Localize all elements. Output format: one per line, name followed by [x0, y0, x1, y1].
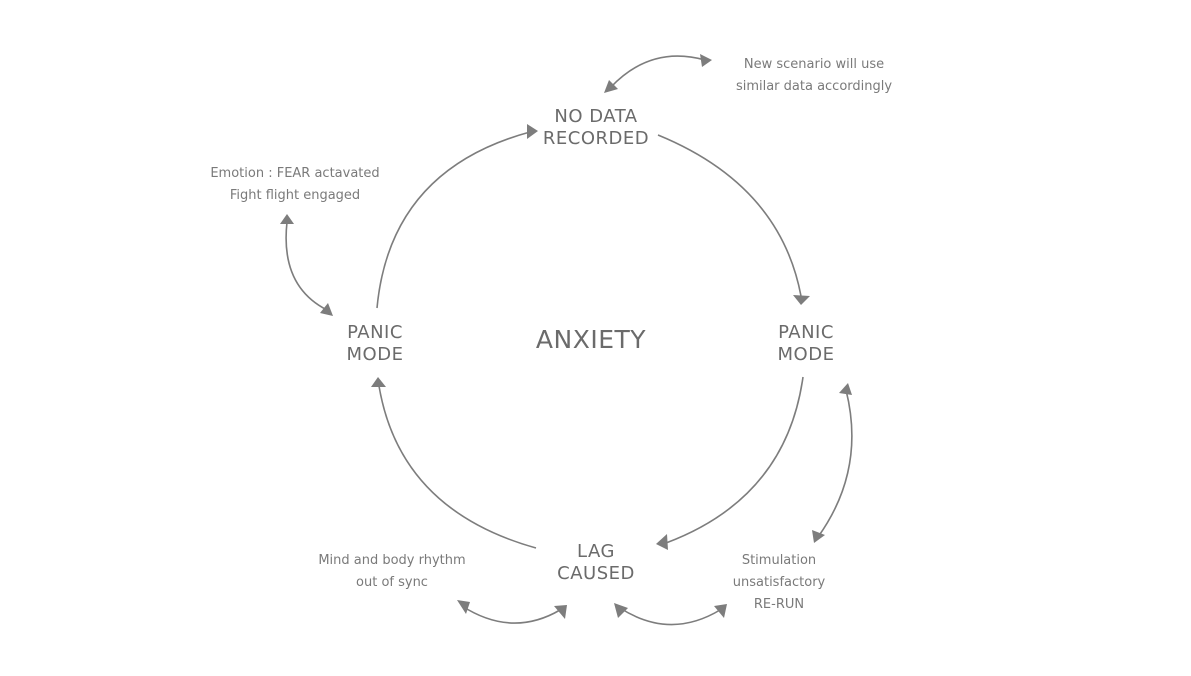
note-top-right-line2: similar data accordingly [735, 79, 893, 94]
node-lag-caused: LAG CAUSED [546, 541, 646, 585]
note-bottom-left-line1: Mind and body rhythm [318, 553, 466, 568]
node-top-line1: NO DATA [554, 106, 638, 127]
note-top-left-line1: Emotion : FEAR actavated [210, 166, 380, 181]
loop-right-arrowhead-start [839, 383, 852, 395]
loop-bottom-left-arrowhead-start [457, 600, 470, 614]
loop-top-arrowhead-end [700, 54, 712, 67]
loop-bottom-right-arrowhead-end [714, 604, 727, 618]
loop-right-arrowhead-end [812, 530, 825, 543]
loop-left-arrowhead-end [320, 303, 333, 316]
loop-bottom-right [619, 607, 721, 626]
note-top-left-line2: Fight flight engaged [229, 188, 361, 203]
note-bottom-right-line2: unsatisfactory [732, 575, 826, 590]
node-right-line1: PANIC [778, 322, 834, 343]
node-bottom-line2: CAUSED [557, 563, 635, 584]
node-right-line2: MODE [777, 344, 835, 365]
node-top-line2: RECORDED [542, 128, 650, 149]
note-emotion-fear: Emotion : FEAR actavated Fight flight en… [200, 163, 390, 207]
arrowhead-right-to-bottom [656, 534, 668, 550]
arc-bottom-to-left [378, 385, 537, 549]
note-bottom-right-line3: RE-RUN [753, 597, 805, 612]
note-stimulation: Stimulation unsatisfactory RE-RUN [720, 550, 838, 616]
loop-left-arrowhead-start [280, 214, 294, 224]
arrowhead-bottom-to-left [371, 377, 386, 387]
loop-right [817, 389, 853, 538]
loop-bottom-left-arrowhead-end [554, 605, 567, 619]
loop-bottom-right-arrowhead-start [614, 603, 628, 618]
note-bottom-right-line1: Stimulation [741, 553, 817, 568]
note-mind-body-rhythm: Mind and body rhythm out of sync [306, 550, 478, 594]
node-left-line1: PANIC [347, 322, 403, 343]
loop-left [285, 221, 328, 311]
loop-top-arrowhead-start [604, 80, 618, 93]
arrowhead-left-to-top [527, 124, 538, 139]
arc-left-to-top [376, 131, 531, 309]
arrowhead-top-to-right [793, 295, 810, 305]
node-panic-mode-left: PANIC MODE [325, 322, 425, 366]
note-new-scenario: New scenario will use similar data accor… [723, 54, 905, 98]
note-top-right-line1: New scenario will use [743, 57, 885, 72]
arc-top-to-right [657, 134, 802, 297]
node-no-data-recorded: NO DATA RECORDED [531, 106, 661, 150]
node-left-line2: MODE [346, 344, 404, 365]
node-bottom-line1: LAG [577, 541, 615, 562]
note-bottom-left-line2: out of sync [356, 575, 428, 590]
loop-top [610, 55, 706, 88]
arc-right-to-bottom [665, 376, 804, 544]
loop-bottom-left [461, 605, 561, 624]
node-panic-mode-right: PANIC MODE [756, 322, 856, 366]
center-label: ANXIETY [535, 325, 647, 354]
